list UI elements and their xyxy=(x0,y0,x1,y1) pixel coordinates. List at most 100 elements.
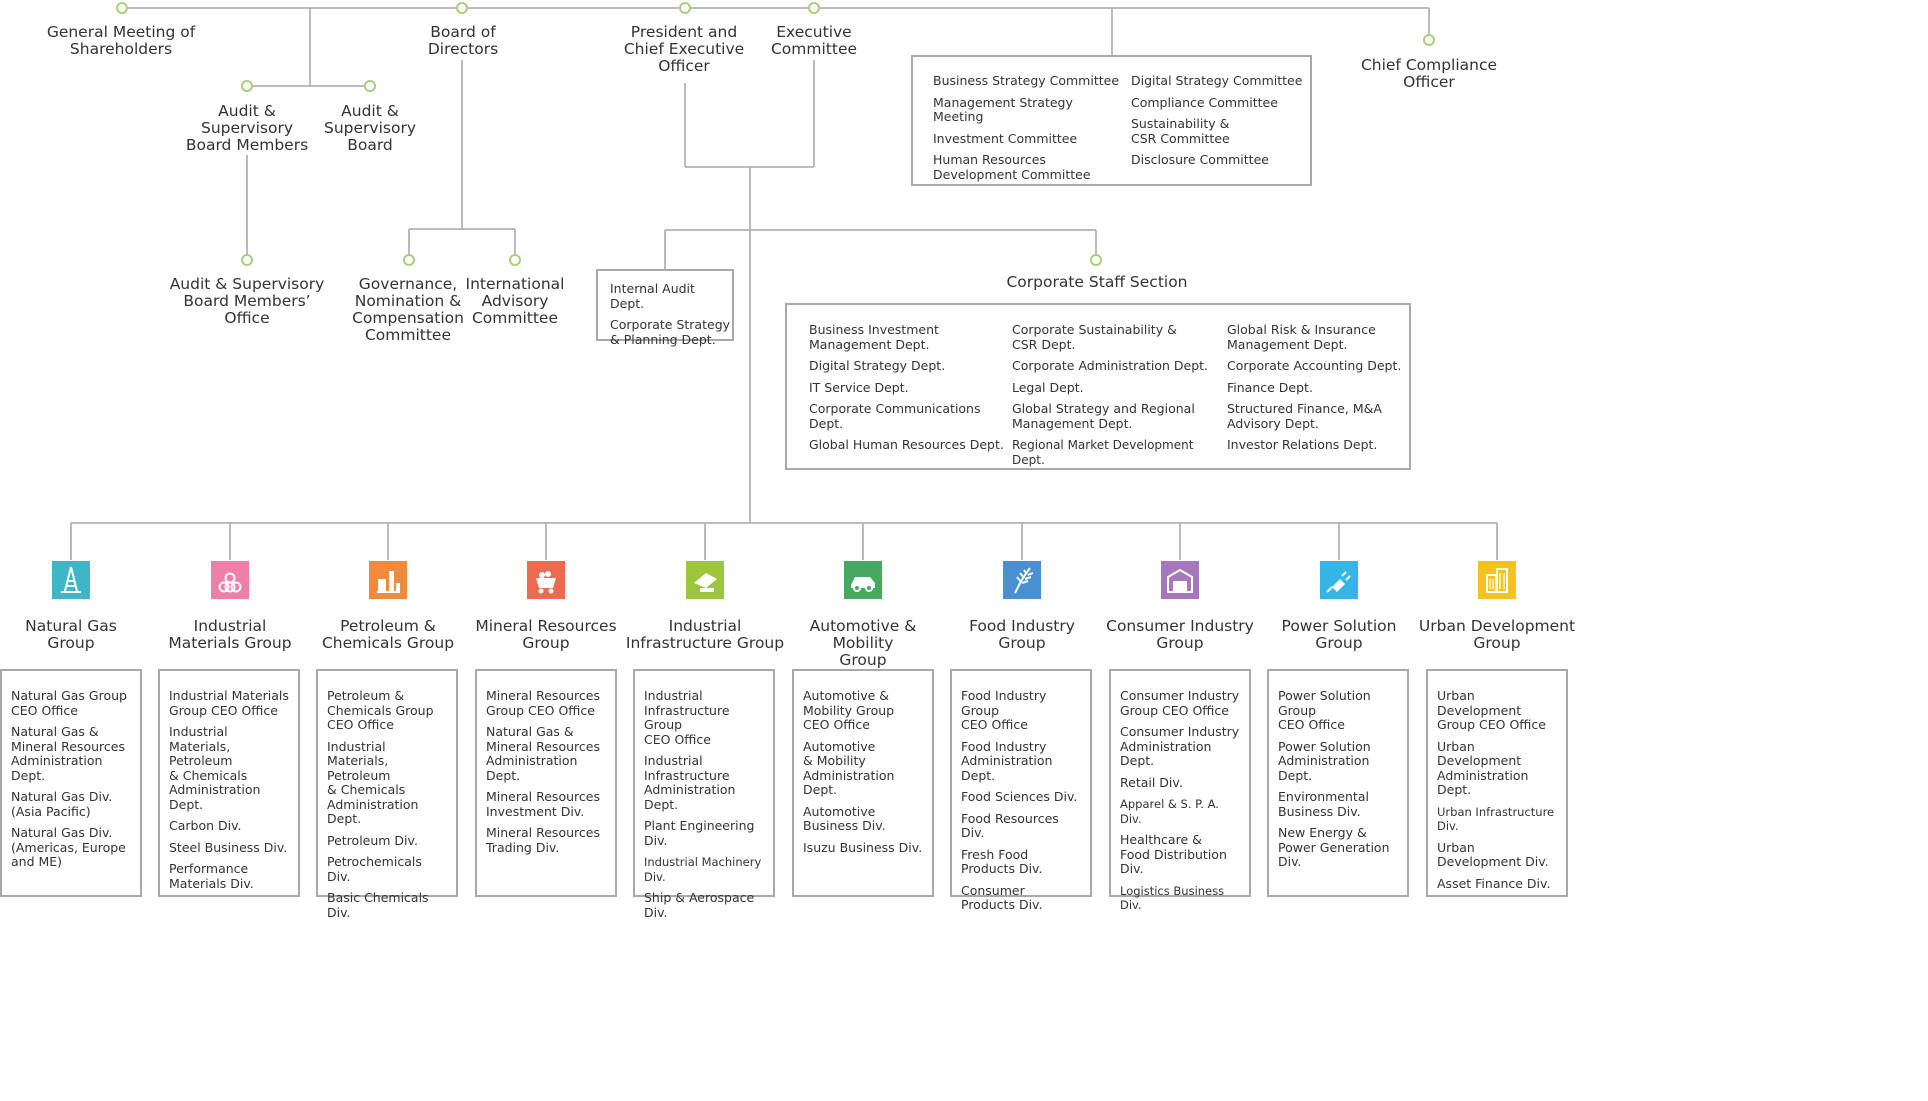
committee-item: Compliance Committee xyxy=(1131,94,1278,110)
division-item: Power Solution Group CEO Office xyxy=(1278,688,1371,732)
division-item: Automotive Business Div. xyxy=(803,803,886,833)
division-item: Mineral Resources Group CEO Office xyxy=(486,688,600,718)
node-dot xyxy=(364,80,376,92)
internal-audit-box: Internal Audit Dept. Corporate Strategy … xyxy=(596,269,734,346)
staff-dept-item: Regional Market Development Dept. xyxy=(1012,438,1194,467)
division-item: Natural Gas Group CEO Office xyxy=(11,688,127,718)
group-title: Mineral Resources Group xyxy=(475,617,617,652)
plug-icon xyxy=(1320,561,1358,599)
division-item: Power Solution Administration Dept. xyxy=(1278,738,1371,783)
group-title: Food Industry Group xyxy=(969,617,1075,652)
division-item: Urban Development Group CEO Office xyxy=(1437,688,1546,732)
division-item: Healthcare & Food Distribution Div. xyxy=(1120,832,1227,876)
division-item: Industrial Materials Group CEO Office xyxy=(169,688,289,718)
division-item: Petroleum Div. xyxy=(327,832,418,848)
division-item: Fresh Food Products Div. xyxy=(961,846,1043,876)
group-title: Natural Gas Group xyxy=(25,617,117,652)
group-title: Power Solution Group xyxy=(1281,617,1397,652)
staff-dept-item: Structured Finance, M&A Advisory Dept. xyxy=(1227,401,1382,431)
division-item: Automotive & Mobility Group CEO Office xyxy=(803,688,895,732)
audit-board-label: Audit & Supervisory Board xyxy=(324,102,416,154)
corporate-staff-box: Business Investment Management Dept. Dig… xyxy=(785,303,1411,470)
staff-dept-item: Global Human Resources Dept. xyxy=(809,437,1004,452)
division-item: Urban Development Div. xyxy=(1437,839,1549,869)
group-title: Urban Development Group xyxy=(1418,617,1576,652)
division-item: Asset Finance Div. xyxy=(1437,875,1551,891)
committee-item: Management Strategy Meeting xyxy=(933,94,1073,124)
internal-audit-item: Internal Audit Dept. xyxy=(610,281,695,311)
refinery-icon xyxy=(369,561,407,599)
ceo-label: President and Chief Executive Officer xyxy=(623,23,745,75)
division-item: Food Industry Administration Dept. xyxy=(961,738,1053,783)
division-item: Natural Gas & Mineral Resources Administ… xyxy=(486,724,600,783)
mine-cart-icon xyxy=(527,561,565,599)
machinery-icon xyxy=(686,561,724,599)
node-dot xyxy=(403,254,415,266)
division-item: New Energy & Power Generation Div. xyxy=(1278,825,1390,869)
division-item: Mineral Resources Trading Div. xyxy=(486,825,600,855)
group-title: Industrial Infrastructure Group xyxy=(625,617,785,652)
committee-item: Business Strategy Committee xyxy=(933,73,1120,88)
division-item: Logistics Business Div. xyxy=(1120,883,1225,913)
node-dot xyxy=(509,254,521,266)
node-dot xyxy=(241,254,253,266)
group-title: Petroleum & Chemicals Group xyxy=(321,617,455,652)
staff-dept-item: Investor Relations Dept. xyxy=(1227,437,1378,452)
staff-dept-item: Digital Strategy Dept. xyxy=(809,358,946,373)
committees-box: Business Strategy Committee Management S… xyxy=(911,55,1312,186)
staff-dept-item: Corporate Sustainability & CSR Dept. xyxy=(1012,322,1177,352)
division-item: Industrial Infrastructure Group CEO Offi… xyxy=(644,688,730,747)
division-item: Industrial Materials, Petroleum & Chemic… xyxy=(327,738,419,826)
advisory-committee-label: International Advisory Committee xyxy=(465,275,565,327)
division-item: Consumer Industry Group CEO Office xyxy=(1120,688,1240,718)
committee-item: Digital Strategy Committee xyxy=(1131,73,1303,88)
division-item: Steel Business Div. xyxy=(169,839,288,855)
division-item: Performance Materials Div. xyxy=(169,861,254,891)
store-icon xyxy=(1161,561,1199,599)
staff-dept-item: Global Strategy and Regional Management … xyxy=(1012,401,1195,431)
division-item: Urban Infrastructure Div. xyxy=(1437,804,1555,834)
staff-dept-item: Global Risk & Insurance Management Dept. xyxy=(1227,322,1376,352)
division-item: Industrial Machinery Div. xyxy=(644,855,762,884)
audit-members-label: Audit & Supervisory Board Members xyxy=(185,102,309,154)
executive-committee-label: Executive Committee xyxy=(770,23,858,58)
buildings-icon xyxy=(1478,561,1516,599)
audit-office-label: Audit & Supervisory Board Members’ Offic… xyxy=(169,275,325,327)
division-item: Food Resources Div. xyxy=(961,810,1059,840)
committee-item: Sustainability & CSR Committee xyxy=(1131,116,1230,146)
staff-dept-item: Finance Dept. xyxy=(1227,379,1313,395)
staff-dept-item: Corporate Accounting Dept. xyxy=(1227,358,1402,373)
node-dot xyxy=(1423,34,1435,46)
corporate-strategy-item: Corporate Strategy & Planning Dept. xyxy=(610,317,731,347)
car-icon xyxy=(844,561,882,599)
committee-item: Investment Committee xyxy=(933,130,1078,146)
division-item: Apparel & S. P. A. Div. xyxy=(1120,797,1219,826)
division-item: Automotive & Mobility Administration Dep… xyxy=(803,738,895,797)
pipes-icon xyxy=(211,561,249,599)
chief-compliance-label: Chief Compliance Officer xyxy=(1360,56,1498,91)
group-divisions-box: Industrial Infrastructure Group CEO Offi… xyxy=(633,669,775,919)
division-item: Industrial Materials, Petroleum & Chemic… xyxy=(169,724,261,812)
division-item: Industrial Infrastructure Administration… xyxy=(644,753,736,812)
division-item: Natural Gas & Mineral Resources Administ… xyxy=(11,724,125,783)
group-title: Automotive & Mobility Group xyxy=(809,617,917,669)
division-item: Natural Gas Div. (Asia Pacific) xyxy=(11,789,113,819)
node-dot xyxy=(241,80,253,92)
staff-dept-item: Corporate Communications Dept. xyxy=(809,401,981,431)
governance-committee-label: Governance, Nomination & Compensation Co… xyxy=(352,275,464,344)
group-title: Consumer Industry Group xyxy=(1106,617,1254,652)
shareholders-label: General Meeting of Shareholders xyxy=(46,23,196,58)
division-item: Natural Gas Div. (Americas, Europe and M… xyxy=(11,825,126,869)
oil-rig-icon xyxy=(52,561,90,599)
division-item: Carbon Div. xyxy=(169,818,242,833)
staff-dept-item: Legal Dept. xyxy=(1012,379,1084,395)
